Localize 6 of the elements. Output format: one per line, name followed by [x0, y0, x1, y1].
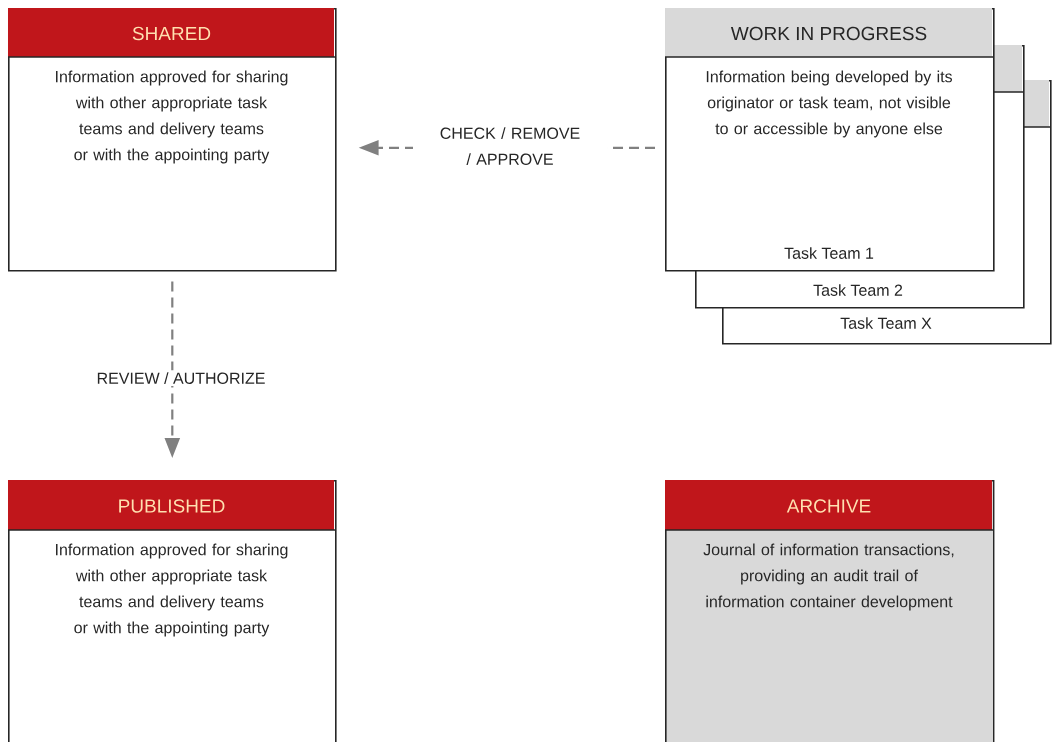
status-card: SHARED Information approved for sharing with other appropriate task teams and delivery teams or with the appointing party: [7, 8, 337, 272]
status-card: ARCHIVE Journal of information transactions, providing an audit trail of information container development: [664, 480, 995, 742]
status-card: WORK IN PROGRESS Information being developed by its originator or task team, not visible to or accessible by anyone else Task Team 1: [664, 8, 995, 272]
edge-label: CHECK / REMOVE / APPROVE: [413, 125, 607, 167]
edge-label: REVIEW / AUTHORIZE: [94, 370, 268, 386]
status-card: PUBLISHED Information approved for sharing with other appropriate task teams and delivery teams or with the appointing party: [7, 480, 337, 742]
